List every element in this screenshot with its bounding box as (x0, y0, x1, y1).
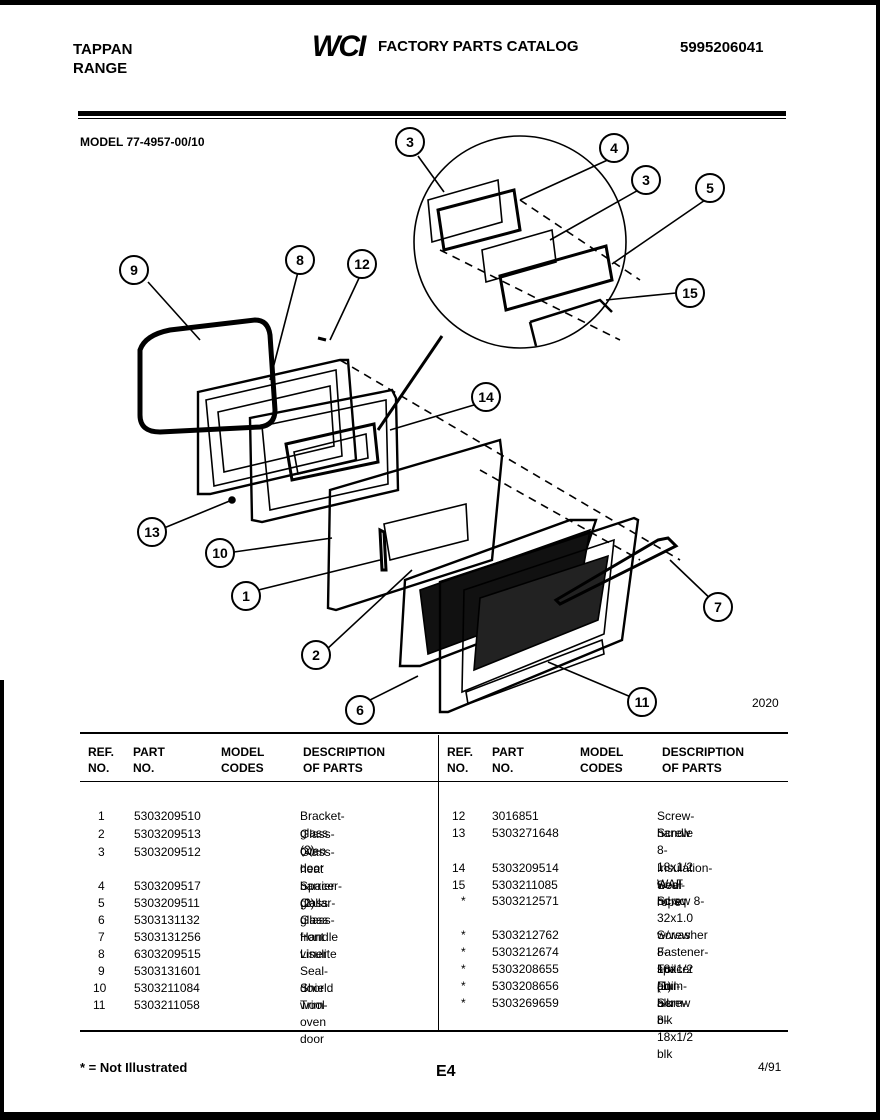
table-top-rule (80, 732, 788, 734)
table-bottom-rule (80, 1030, 788, 1032)
callout-13: 13 (137, 517, 167, 547)
trim-door-screen (473, 554, 609, 672)
screw-handle (317, 336, 327, 342)
glass-oven-door-part (326, 438, 504, 612)
svg-text:2: 2 (312, 647, 320, 663)
col-model-right: MODEL CODES (580, 745, 624, 775)
alignment-lines (339, 199, 681, 561)
svg-text:5: 5 (706, 180, 714, 196)
svg-text:13: 13 (144, 524, 160, 540)
table-header-rule (80, 781, 788, 782)
callout-4: 4 (599, 133, 629, 163)
svg-text:6: 6 (356, 702, 364, 718)
header-rule (78, 111, 786, 116)
callout-3-right: 3 (631, 165, 661, 195)
page-number: E4 (436, 1063, 456, 1080)
table-column-divider (438, 735, 439, 1031)
brand-block: TAPPAN RANGE (73, 40, 132, 78)
brand-line-2: RANGE (73, 60, 128, 77)
callout-15: 15 (675, 278, 705, 308)
detail-collar-glass (498, 244, 614, 312)
catalog-number: 5995206041 (680, 39, 764, 56)
catalog-date: 4/91 (758, 1060, 782, 1074)
detail-glass-heat-barrier-top (427, 178, 503, 244)
callout-9: 9 (119, 255, 149, 285)
callout-14: 14 (471, 382, 501, 412)
col-part-left: PART NO. (133, 745, 165, 775)
col-part-right: PART NO. (492, 745, 524, 775)
col-model-left: MODEL CODES (221, 745, 265, 775)
callout-2: 2 (301, 640, 331, 670)
svg-text:7: 7 (714, 599, 722, 615)
page-border-right (876, 0, 880, 1120)
col-desc-right: DESCRIPTION OF PARTS (662, 745, 745, 775)
exploded-door-diagram: 9 8 12 3 4 3 5 15 14 13 10 1 2 6 11 7 (119, 127, 733, 725)
wci-logo: WCI (312, 30, 366, 63)
svg-text:3: 3 (642, 172, 650, 188)
magnifier-leader (376, 335, 444, 431)
detail-glass-heat-barrier (481, 228, 557, 284)
callout-1: 1 (231, 581, 261, 611)
brand-line-1: TAPPAN (73, 41, 133, 58)
col-ref-right: REF. NO. (447, 745, 474, 775)
col-desc-left: DESCRIPTION OF PARTS (303, 745, 386, 775)
trim-oven-door-part (438, 516, 640, 714)
callout-5: 5 (695, 173, 725, 203)
svg-text:10: 10 (212, 545, 228, 561)
callout-11: 11 (627, 687, 657, 717)
detail-magnifier (413, 135, 627, 349)
svg-text:4: 4 (610, 140, 618, 156)
svg-text:3: 3 (406, 134, 414, 150)
svg-text:15: 15 (682, 285, 698, 301)
diagram-code: 2020 (752, 696, 779, 710)
page-border-left (0, 680, 4, 1120)
detail-seal-rope (529, 298, 613, 324)
callout-10: 10 (205, 538, 235, 568)
callout-3-top: 3 (395, 127, 425, 157)
callout-12: 12 (347, 249, 377, 279)
svg-text:1: 1 (242, 588, 250, 604)
detail-spacer-glass (436, 188, 522, 252)
svg-text:14: 14 (478, 389, 494, 405)
callout-6: 6 (345, 695, 375, 725)
shield-wool-part (248, 388, 400, 524)
col-ref-left: REF. NO. (88, 745, 115, 775)
svg-text:8: 8 (296, 252, 304, 268)
page-border-top (0, 0, 880, 5)
handle-part (553, 536, 679, 606)
callout-8: 8 (285, 245, 315, 275)
glass-bracket (378, 527, 388, 572)
svg-text:11: 11 (635, 694, 650, 710)
svg-text:9: 9 (130, 262, 138, 278)
not-illustrated-note: * = Not Illustrated (80, 1060, 188, 1075)
header-rule-thin (78, 118, 786, 119)
callout-7: 7 (703, 592, 733, 622)
catalog-title: FACTORY PARTS CATALOG (378, 38, 579, 55)
page-border-bottom (0, 1112, 880, 1120)
svg-text:12: 12 (354, 256, 370, 272)
model-number: MODEL 77-4957-00/10 (80, 135, 205, 149)
seal-door-part (137, 317, 278, 435)
insulation-window (284, 422, 380, 482)
